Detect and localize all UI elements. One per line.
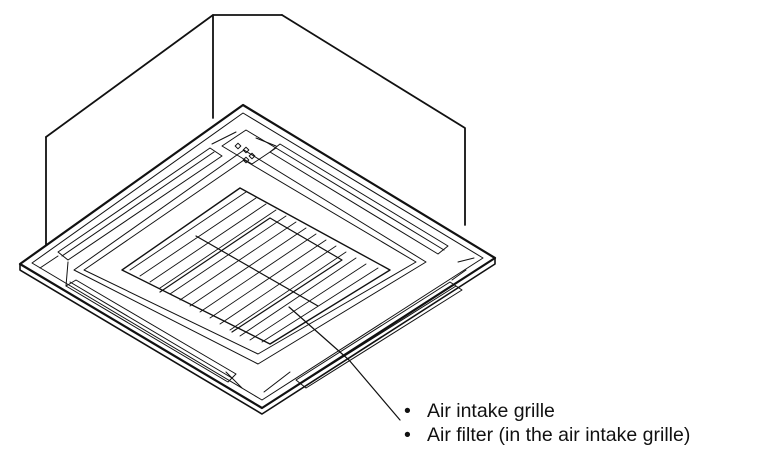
callout-item-air-filter: • Air filter (in the air intake grille) xyxy=(404,423,690,447)
callout-item-air-intake-grille: • Air intake grille xyxy=(404,399,690,423)
air-outlet-louvers xyxy=(39,131,475,393)
callout-bullet: • xyxy=(404,400,411,422)
callout-leader xyxy=(288,306,401,421)
grille-dividers xyxy=(159,217,343,333)
grille-frame xyxy=(73,149,427,365)
callout-bullet: • xyxy=(404,424,411,446)
decoration-panel xyxy=(18,103,497,415)
indicator-panel xyxy=(221,129,277,165)
callout-label-air-filter: Air filter (in the air intake grille) xyxy=(427,424,691,446)
callout-label-air-intake-grille: Air intake grille xyxy=(427,400,555,422)
ceiling-box xyxy=(45,14,466,246)
callout-list: • Air intake grille • Air filter (in the… xyxy=(404,399,690,447)
air-intake-grille xyxy=(121,187,391,345)
grille-slats xyxy=(129,191,379,343)
